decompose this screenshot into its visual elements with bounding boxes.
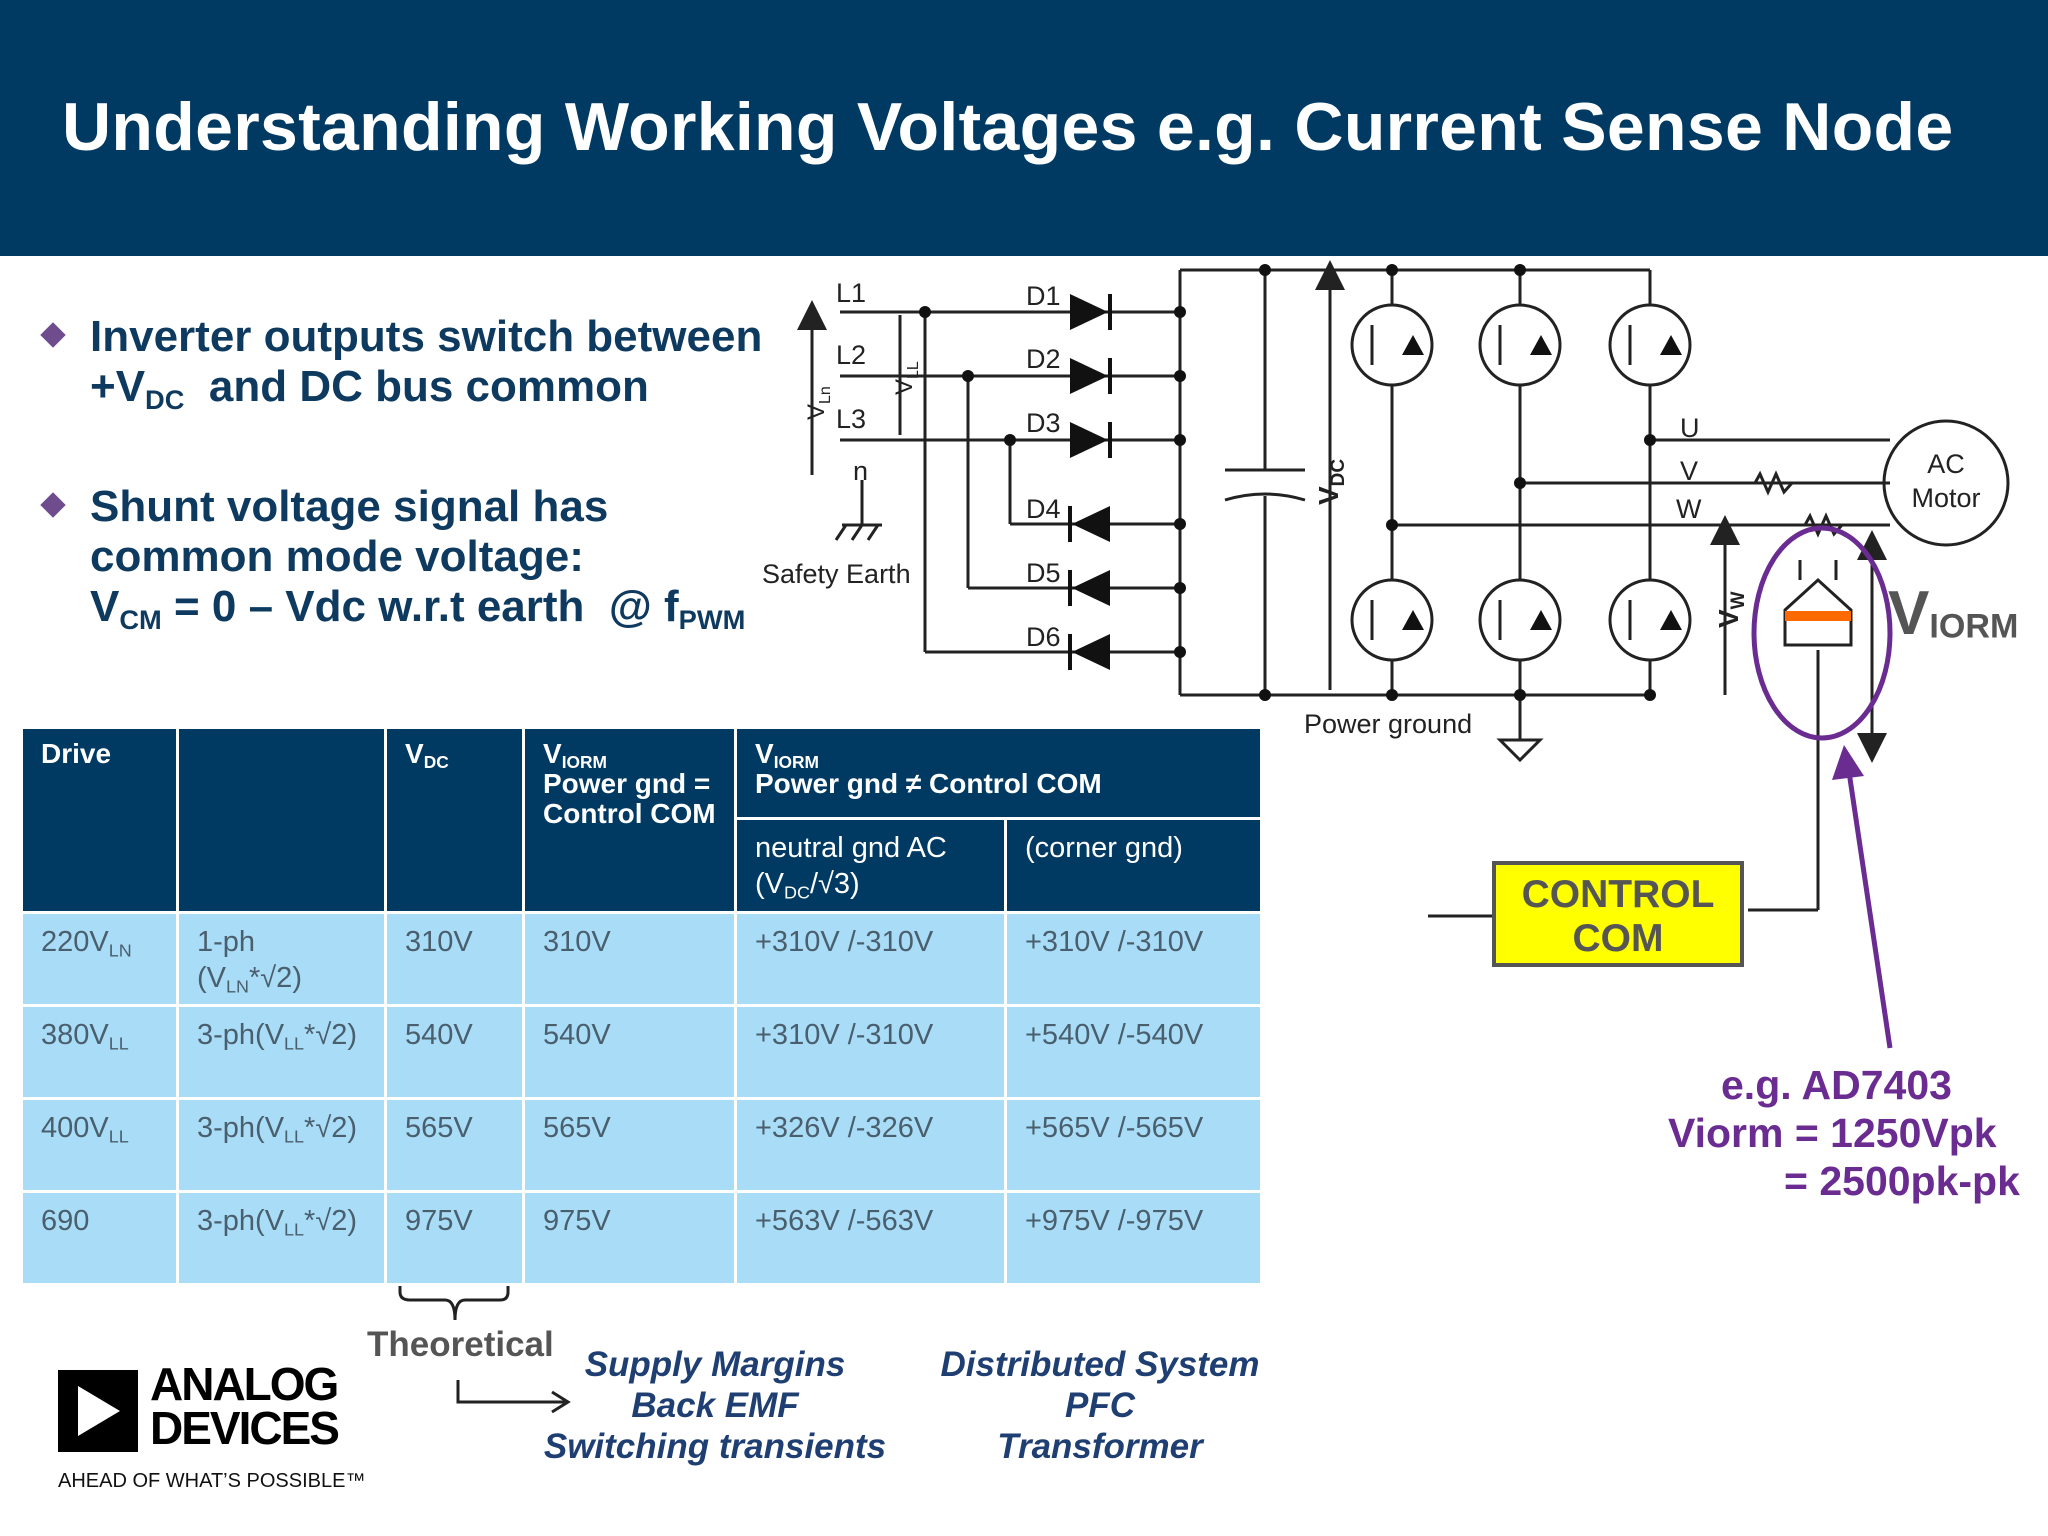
working-voltage-table: Drive VDC VIORM Power gnd = Control COM … [20, 725, 1263, 1286]
title-bar [0, 0, 2048, 256]
table-row: 220VLN 1-ph(VLN*√2) 310V 310V +310V /-31… [20, 911, 1263, 1007]
header-drive: Drive [20, 726, 179, 914]
label-L1: L1 [836, 278, 866, 308]
logo-devices: DEVICES [150, 1402, 340, 1454]
viorm-label: VIORM [1888, 579, 2019, 648]
header-corner-gnd: (corner gnd) [1004, 817, 1263, 914]
label-L2: L2 [836, 340, 866, 370]
label-vll: VLL [891, 361, 922, 395]
label-safety-earth: Safety Earth [762, 559, 911, 589]
supply-margins-note: Supply Margins Back EMF Switching transi… [543, 1345, 887, 1466]
label-D4: D4 [1026, 494, 1061, 524]
label-U: U [1680, 413, 1700, 443]
header-neutral-gnd: neutral gnd AC (VDC/√3) [734, 817, 1007, 914]
label-L3: L3 [836, 404, 866, 434]
table-row: 400VLL 3-ph(VLL*√2) 565V 565V +326V /-32… [20, 1097, 1263, 1193]
ad7403-label: e.g. AD7403 [1721, 1062, 1952, 1108]
label-n: n [853, 456, 868, 486]
logo-analog: ANALOG [150, 1358, 339, 1410]
viorm-value: Viorm = 1250Vpk [1668, 1110, 1997, 1156]
label-motor-ac: AC [1927, 449, 1965, 479]
control-com-box: CONTROL COM [1492, 861, 1744, 967]
header-vdc: VDC [384, 726, 525, 914]
analog-devices-logo-icon [58, 1370, 138, 1452]
label-vln: VLn [803, 386, 834, 420]
header-viorm-not-equal: VIORM Power gnd ≠ Control COM [734, 725, 1263, 821]
table-row: 690 3-ph(VLL*√2) 975V 975V +563V /-563V … [20, 1190, 1263, 1286]
label-vw: VW [1713, 591, 1749, 628]
header-viorm-equal: VIORM Power gnd = Control COM [522, 726, 737, 914]
label-D5: D5 [1026, 558, 1061, 588]
distributed-system-note: Distributed System PFC Transformer [940, 1345, 1260, 1466]
label-D2: D2 [1026, 344, 1061, 374]
label-V: V [1680, 456, 1698, 486]
label-D1: D1 [1026, 281, 1061, 311]
label-motor: Motor [1911, 483, 1980, 513]
theoretical-label: Theoretical [367, 1325, 554, 1364]
label-D3: D3 [1026, 408, 1061, 438]
viorm-pk-pk: = 2500pk-pk [1784, 1158, 2020, 1204]
logo-tagline: AHEAD OF WHAT’S POSSIBLE™ [58, 1470, 366, 1492]
label-W: W [1676, 494, 1702, 524]
analog-devices-logo: ANALOG DEVICES [58, 1361, 340, 1457]
label-power-ground: Power ground [1304, 709, 1472, 739]
header-blank [176, 726, 387, 914]
page-title: Understanding Working Voltages e.g. Curr… [62, 89, 1954, 165]
table-row: 380VLL 3-ph(VLL*√2) 540V 540V +310V /-31… [20, 1004, 1263, 1100]
label-vdc: VDC [1313, 459, 1349, 505]
label-D6: D6 [1026, 622, 1061, 652]
